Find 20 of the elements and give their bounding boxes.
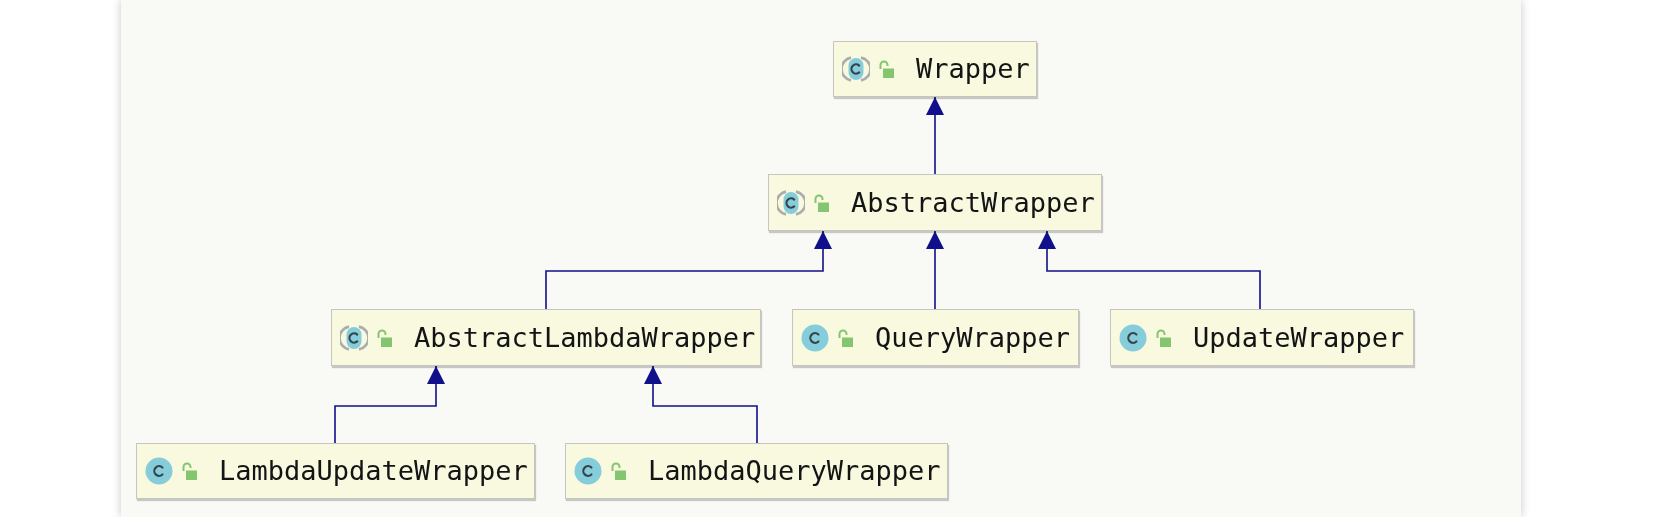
class-box — [565, 443, 948, 499]
class-name: Wrapper — [916, 53, 1030, 85]
class-box — [1110, 309, 1414, 366]
class-box — [792, 309, 1079, 366]
class-name: LambdaUpdateWrapper — [219, 455, 528, 487]
class-name: UpdateWrapper — [1193, 321, 1405, 354]
class-box — [833, 41, 1037, 97]
inheritance-arrow — [644, 365, 758, 444]
inheritance-arrow — [545, 230, 832, 310]
inheritance-arrow — [926, 96, 944, 175]
class-name: LambdaQueryWrapper — [648, 455, 941, 487]
inheritance-arrow — [926, 230, 944, 310]
inheritance-arrow — [334, 365, 445, 444]
class-box — [331, 309, 761, 366]
class-box — [136, 443, 535, 499]
class-name: AbstractLambdaWrapper — [414, 321, 756, 354]
inheritance-arrow — [1038, 230, 1261, 310]
class-name: AbstractWrapper — [851, 186, 1095, 219]
class-name: QueryWrapper — [875, 321, 1071, 354]
class-box — [768, 174, 1102, 231]
